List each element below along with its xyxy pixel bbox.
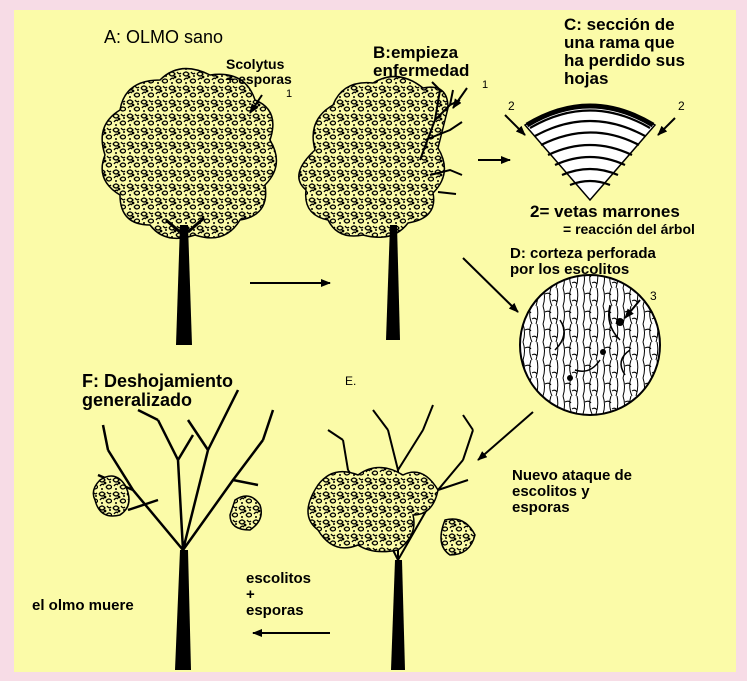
vector-label-f-line2: + [246, 587, 311, 603]
panel-c-title-line2: una rama que [564, 34, 685, 52]
vector-label-a-line2: + esporas [226, 72, 292, 87]
marker-2-right: 2 [678, 100, 685, 113]
panel-d-title: D: corteza perforada por los escolitos [510, 246, 656, 278]
elm-dies-caption: el olmo muere [32, 598, 134, 614]
panel-f-title: F: Deshojamiento generalizado [82, 372, 233, 410]
vector-label-f-line3: esporas [246, 603, 311, 619]
panel-c-title: C: sección de una rama que ha perdido su… [564, 16, 685, 87]
early-disease-elm-tree [299, 77, 462, 340]
panel-b-title-line2: enfermedad [373, 62, 469, 80]
marker-1-b: 1 [482, 80, 488, 92]
branch-cross-section [525, 105, 655, 200]
panel-d-title-line2: por los escolitos [510, 262, 656, 278]
vector-label-a-line1: Scolytus [226, 57, 292, 72]
vector-label-a: Scolytus + esporas [226, 57, 292, 86]
defoliated-elm-tree [93, 390, 273, 670]
panel-c-title-line1: C: sección de [564, 16, 685, 34]
panel-f-title-line2: generalizado [82, 391, 233, 410]
arrow-marker-c-right [658, 118, 675, 135]
arrow-marker-b [453, 88, 467, 108]
vector-label-f: escolitos + esporas [246, 571, 311, 618]
panel-c-title-line4: hojas [564, 70, 685, 88]
panel-f-title-line1: F: Deshojamiento [82, 372, 233, 391]
healthy-elm-tree [102, 69, 276, 345]
perforated-bark-circle [520, 275, 660, 415]
new-attack-elm-tree [308, 405, 475, 670]
panel-e-label: E. [345, 375, 356, 388]
new-attack-caption-line3: esporas [512, 500, 632, 516]
marker-1-a: 1 [286, 89, 292, 101]
panel-b-title: B:empieza enfermedad [373, 44, 469, 80]
marker-3: 3 [650, 290, 657, 303]
panel-d-title-line1: D: corteza perforada [510, 246, 656, 262]
new-attack-caption-line2: escolitos y [512, 484, 632, 500]
tree-reaction-legend: = reacción del árbol [563, 222, 695, 237]
vector-label-f-line1: escolitos [246, 571, 311, 587]
arrow-d-to-e [478, 412, 533, 460]
marker-2-left: 2 [508, 100, 515, 113]
new-attack-caption-line1: Nuevo ataque de [512, 468, 632, 484]
panel-c-title-line3: ha perdido sus [564, 52, 685, 70]
new-attack-caption: Nuevo ataque de escolitos y esporas [512, 468, 632, 515]
brown-streaks-legend: 2= vetas marrones [530, 203, 680, 221]
panel-b-title-line1: B:empieza [373, 44, 469, 62]
panel-a-title: A: OLMO sano [104, 28, 223, 47]
arrow-marker-c-left [505, 115, 525, 135]
